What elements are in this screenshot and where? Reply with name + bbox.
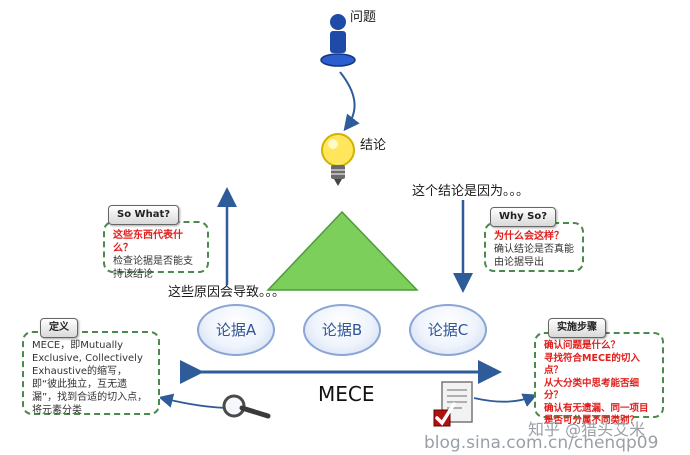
so-what-body: 检查论据是否能支持该结论 [113,256,193,280]
argument-bubble-b: 论据B [303,304,381,356]
steps-tab: 实施步骤 [548,318,606,338]
because-caption: 这个结论是因为。。。 [412,184,530,199]
argument-bubble-c: 论据C [409,304,487,356]
why-so-question: 为什么会这样？ [494,231,564,242]
definition-body: MECE，即Mutually Exclusive, Collectively E… [32,340,148,416]
so-what-card: 这些东西代表什么？ 检查论据是否能支持该结论 [103,221,209,280]
so-what-tab: So What? [108,205,180,225]
so-what-question: 这些东西代表什么？ [113,230,183,254]
step-item: 从大分类中思考能否细分？ [544,377,640,402]
why-so-tab: Why So? [490,207,557,227]
definition-card: MECE，即Mutually Exclusive, Collectively E… [22,331,160,416]
mece-label: MECE [318,382,375,406]
conclusion-label: 结论 [360,138,387,153]
zhihu-watermark: 知乎 @猎头艾米 [528,420,646,439]
why-so-card: 为什么会这样？ 确认结论是否真能由论据导出 [484,222,584,272]
definition-tab: 定义 [40,318,78,338]
steps-connector [473,393,538,407]
question-to-conclusion-arrow [339,71,360,132]
magnifier-icon [222,394,271,419]
person-question-icon [320,14,356,67]
step-item: 确认问题是什么？ [544,340,621,351]
logic-pyramid [266,210,419,291]
step-item: 寻找符合MECE的切入点？ [544,352,640,377]
checklist-document-icon [433,381,473,427]
question-label: 问题 [350,10,377,25]
argument-bubble-a: 论据A [197,304,275,356]
why-so-body: 确认结论是否真能由论据导出 [494,244,574,268]
causes-caption: 这些原因会导致。。。 [168,285,286,300]
lightbulb-icon [321,133,355,186]
step-item: 确认有无遗漏、同一项目是否可分属不同类别？ [544,402,649,427]
steps-card: 确认问题是什么？ 寻找符合MECE的切入点？ 从大分类中思考能否细分？ 确认有无… [534,332,664,426]
blog-watermark: blog.sina.com.cn/chenqp09 [424,433,659,453]
